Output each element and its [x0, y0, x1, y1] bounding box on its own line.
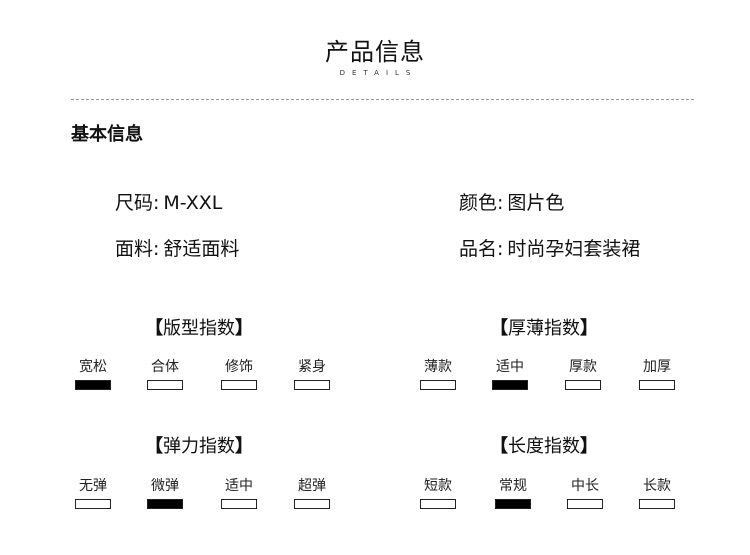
- fabric-label: 面料:: [115, 238, 160, 260]
- dashed-divider: [71, 99, 694, 100]
- info-color: 颜色:图片色: [459, 188, 564, 215]
- bracket-close: 】: [580, 436, 598, 457]
- bracket-open: 【: [490, 318, 508, 339]
- bracket-close: 】: [580, 318, 598, 339]
- elasticity-option: 微弹: [145, 477, 185, 509]
- thickness-option: 加厚: [637, 358, 677, 390]
- elasticity-index-title: 【弹力指数】: [145, 432, 253, 458]
- info-fabric: 面料:舒适面料: [115, 234, 239, 261]
- bracket-close: 】: [235, 436, 253, 457]
- thickness-option: 厚款: [563, 358, 603, 390]
- bracket-open: 【: [490, 436, 508, 457]
- size-value: M-XXL: [163, 192, 223, 214]
- option-label: 常规: [499, 478, 527, 494]
- option-label: 紧身: [298, 359, 326, 375]
- option-indicator: [75, 499, 111, 509]
- bracket-open: 【: [145, 318, 163, 339]
- option-indicator: [639, 499, 675, 509]
- option-indicator: [221, 499, 257, 509]
- fit-index-title: 【版型指数】: [145, 314, 253, 340]
- page-title: 产品信息: [325, 38, 425, 66]
- option-label: 合体: [151, 359, 179, 375]
- length-index-label: 长度指数: [508, 436, 580, 457]
- option-indicator: [565, 380, 601, 390]
- option-indicator: [147, 499, 183, 509]
- elasticity-option: 适中: [219, 477, 259, 509]
- option-label: 宽松: [79, 359, 107, 375]
- option-indicator: [221, 380, 257, 390]
- option-indicator: [567, 499, 603, 509]
- option-label: 无弹: [79, 478, 107, 494]
- option-indicator: [294, 380, 330, 390]
- elasticity-index-label: 弹力指数: [163, 436, 235, 457]
- fit-option: 合体: [145, 358, 185, 390]
- option-label: 适中: [225, 478, 253, 494]
- thickness-index-label: 厚薄指数: [508, 318, 580, 339]
- length-option: 中长: [565, 477, 605, 509]
- name-label: 品名:: [459, 238, 504, 260]
- option-indicator: [294, 499, 330, 509]
- thickness-index-title: 【厚薄指数】: [490, 314, 598, 340]
- fit-option: 修饰: [219, 358, 259, 390]
- color-value: 图片色: [507, 192, 565, 214]
- thickness-option: 适中: [490, 358, 530, 390]
- option-label: 长款: [643, 478, 671, 494]
- length-option: 长款: [637, 477, 677, 509]
- option-label: 修饰: [225, 359, 253, 375]
- info-product-name: 品名:时尚孕妇套装裙: [459, 234, 640, 261]
- name-value: 时尚孕妇套装裙: [507, 238, 641, 260]
- elasticity-option: 无弹: [73, 477, 113, 509]
- option-label: 超弹: [298, 478, 326, 494]
- fabric-value: 舒适面料: [163, 238, 240, 260]
- page-subtitle: DETAILS: [339, 69, 418, 77]
- size-label: 尺码:: [115, 192, 160, 214]
- bracket-close: 】: [235, 318, 253, 339]
- elasticity-option: 超弹: [292, 477, 332, 509]
- option-label: 短款: [424, 478, 452, 494]
- length-index-title: 【长度指数】: [490, 432, 598, 458]
- option-label: 加厚: [643, 359, 671, 375]
- option-label: 微弹: [151, 478, 179, 494]
- option-indicator: [147, 380, 183, 390]
- option-label: 厚款: [569, 359, 597, 375]
- option-label: 薄款: [424, 359, 452, 375]
- bracket-open: 【: [145, 436, 163, 457]
- info-size: 尺码:M-XXL: [115, 188, 222, 215]
- option-indicator: [420, 499, 456, 509]
- fit-index-label: 版型指数: [163, 318, 235, 339]
- option-label: 中长: [571, 478, 599, 494]
- fit-option: 紧身: [292, 358, 332, 390]
- length-option: 短款: [418, 477, 458, 509]
- length-option: 常规: [493, 477, 533, 509]
- thickness-option: 薄款: [418, 358, 458, 390]
- option-indicator: [75, 380, 111, 390]
- section-title: 基本信息: [71, 124, 143, 145]
- option-indicator: [492, 380, 528, 390]
- fit-option: 宽松: [73, 358, 113, 390]
- option-indicator: [639, 380, 675, 390]
- option-indicator: [495, 499, 531, 509]
- option-indicator: [420, 380, 456, 390]
- color-label: 颜色:: [459, 192, 504, 214]
- option-label: 适中: [496, 359, 524, 375]
